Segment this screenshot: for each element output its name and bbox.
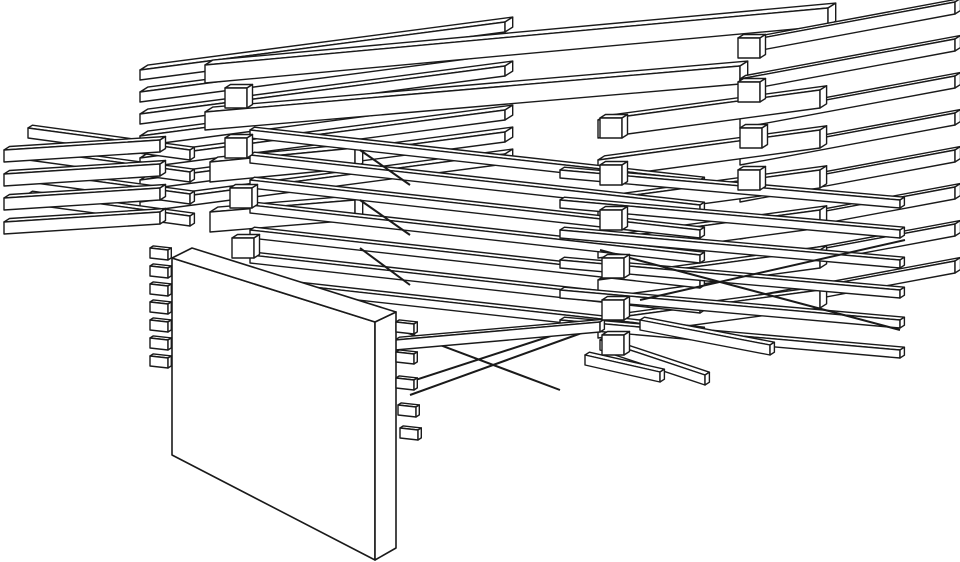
spacer-block [737,33,767,59]
spacer-block [737,165,767,191]
spacer-block [739,123,769,149]
cross-beam [559,166,906,209]
lower-beam [394,318,606,351]
spacer-blocks [224,33,769,356]
wall-stub [149,263,173,279]
spacer-block [224,83,254,109]
top-long-beam [204,2,837,84]
support-wall [171,247,397,561]
wall-side-face [374,311,397,561]
diagonal-brace [409,329,591,396]
cross-beam [559,196,906,239]
diagonal-brace [599,249,901,331]
diagonal-brace [359,199,411,236]
diagonal-brace [639,239,906,301]
left-cantilever-beams [3,124,196,235]
spacer-block [737,77,767,103]
spacer-block [599,205,629,231]
lower-beam [639,316,776,356]
wall-stub-beams [149,245,422,441]
spacer-block [601,253,631,279]
wall-stub [149,353,173,369]
diagonal-brace [359,149,411,186]
wall-stub [395,349,418,365]
wall-stub [395,375,418,391]
wall-stub [149,245,173,261]
diagonal-brace [359,247,411,286]
wall-stub [399,425,422,441]
spacer-block [231,233,261,259]
lower-beam [584,351,666,383]
cross-beams [249,126,906,359]
wall-stub [395,319,418,335]
wall-top-face [171,247,397,323]
lower-beams [394,316,776,386]
spacer-block [229,183,259,209]
wall-stub [149,335,173,351]
cross-beam [249,201,706,264]
cross-beam [249,151,706,214]
spacer-block [601,330,631,356]
left-beam [3,183,167,211]
right-beam [739,34,960,92]
cross-beam [249,176,706,239]
wall-stub [149,299,173,315]
wall-stub [149,317,173,333]
wall-stub [397,402,420,418]
spacer-block [599,113,629,139]
left-beam [3,135,167,163]
left-beam [3,207,167,235]
left-beam [3,159,167,187]
spacer-block [601,295,631,321]
spacer-block [599,160,629,186]
cross-beam [559,226,906,269]
spacer-block [224,133,254,159]
wall-stub [149,281,173,297]
